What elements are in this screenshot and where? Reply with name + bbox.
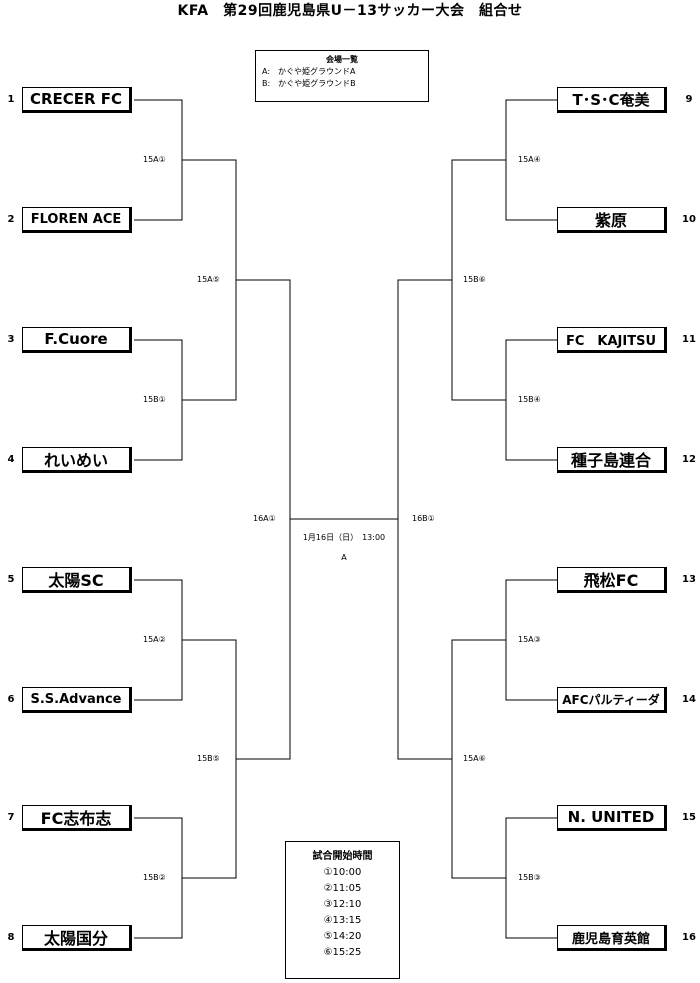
match-label: 16B① [412, 514, 435, 523]
venue-list: 会場一覧 A: かぐや姫グラウンドA B: かぐや姫グラウンドB [255, 50, 429, 102]
match-label: 15B③ [518, 873, 541, 882]
team-box: F.Cuore [22, 327, 132, 353]
match-label: 15A③ [518, 635, 541, 644]
page-title: KFA 第29回鹿児島県U－13サッカー大会 組合せ [177, 3, 523, 19]
team-box: S.S.Advance [22, 687, 132, 713]
venue-list-heading: 会場一覧 [326, 55, 358, 64]
team-box: FC KAJITSU [557, 327, 667, 353]
match-label: 15B② [143, 873, 166, 882]
match-label: 15A① [143, 155, 166, 164]
seed-number: 3 [7, 334, 15, 345]
team-box: 種子島連合 [557, 447, 667, 473]
team-box: 太陽国分 [22, 925, 132, 951]
team-box: FLOREN ACE [22, 207, 132, 233]
kickoff-schedule: 試合開始時間 ①10:00 ②11:05 ③12:10 ④13:15 ⑤14:2… [285, 841, 400, 979]
match-label: 15A④ [518, 155, 541, 164]
seed-number: 2 [7, 214, 15, 225]
seed-number: 6 [7, 694, 15, 705]
schedule-time: ⑤14:20 [323, 931, 362, 942]
team-box: 太陽SC [22, 567, 132, 593]
team-box: T･S･C奄美 [557, 87, 667, 113]
match-label: 15A⑤ [197, 275, 220, 284]
match-label: 15A⑥ [463, 754, 486, 763]
seed-number: 12 [682, 454, 696, 465]
match-label: 16A① [253, 514, 276, 523]
schedule-time: ①10:00 [323, 867, 362, 878]
seed-number: 11 [682, 334, 696, 345]
match-label: 15B⑥ [463, 275, 486, 284]
seed-number: 10 [682, 214, 696, 225]
team-box: CRECER FC [22, 87, 132, 113]
team-box: 鹿児島育英館 [557, 925, 667, 951]
schedule-time: ②11:05 [323, 883, 362, 894]
schedule-time: ⑥15:25 [323, 947, 362, 958]
schedule-time: ④13:15 [323, 915, 362, 926]
match-label: 15B① [143, 395, 166, 404]
seed-number: 15 [682, 812, 696, 823]
seed-number: 13 [682, 574, 696, 585]
team-box: れいめい [22, 447, 132, 473]
schedule-time: ③12:10 [323, 899, 362, 910]
team-box: 紫原 [557, 207, 667, 233]
team-box: AFCパルティーダ [557, 687, 667, 713]
seed-number: 4 [7, 454, 15, 465]
match-label: 15B④ [518, 395, 541, 404]
seed-number: 1 [7, 94, 15, 105]
match-label: 15A② [143, 635, 166, 644]
venue-item: A: かぐや姫グラウンドA [262, 67, 356, 76]
venue-item: B: かぐや姫グラウンドB [262, 79, 356, 88]
team-box: 飛松FC [557, 567, 667, 593]
schedule-heading: 試合開始時間 [312, 851, 373, 862]
team-box: FC志布志 [22, 805, 132, 831]
seed-number: 16 [682, 932, 696, 943]
seed-number: 5 [7, 574, 15, 585]
seed-number: 8 [7, 932, 15, 943]
seed-number: 9 [685, 94, 693, 105]
seed-number: 14 [682, 694, 696, 705]
team-box: N. UNITED [557, 805, 667, 831]
final-datetime: 1月16日（日） 13:00 [302, 533, 386, 542]
final-venue: A [341, 553, 347, 562]
match-label: 15B⑤ [197, 754, 220, 763]
seed-number: 7 [7, 812, 15, 823]
